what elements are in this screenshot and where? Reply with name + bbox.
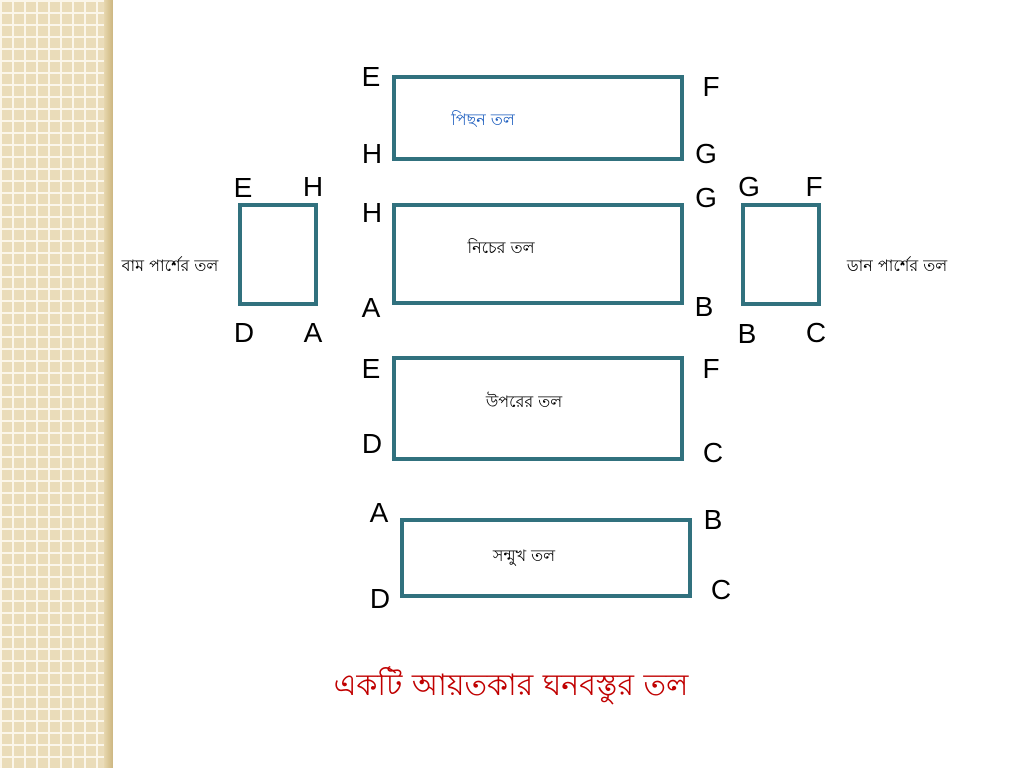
top-face-corner-tl: E bbox=[361, 353, 381, 384]
left-face-label: বাম পার্শের তল bbox=[121, 256, 219, 275]
right-face-corner-bl: B bbox=[737, 318, 757, 349]
right-face-corner-tl: G bbox=[738, 171, 760, 202]
top-face-label: উপরের তল bbox=[485, 392, 563, 411]
right-face-rectangle bbox=[741, 203, 821, 306]
bottom-face-rectangle bbox=[392, 203, 684, 305]
top-face-corner-br: C bbox=[702, 437, 724, 468]
left-face-corner-br: A bbox=[303, 317, 323, 348]
top-face-rectangle bbox=[392, 356, 684, 461]
front-face-rectangle bbox=[400, 518, 692, 598]
bottom-face-label: নিচের তল bbox=[467, 238, 535, 257]
slide-title: একটি আয়তকার ঘনবস্তুর তল bbox=[333, 668, 689, 703]
left-face-corner-tl: E bbox=[233, 172, 253, 203]
bottom-face-corner-br: B bbox=[694, 291, 714, 322]
bottom-face-corner-tr: G bbox=[695, 182, 717, 213]
top-face-corner-bl: D bbox=[361, 428, 383, 459]
front-face-corner-bl: D bbox=[369, 583, 391, 614]
left-face-rectangle bbox=[238, 203, 318, 306]
bottom-face-corner-tl: H bbox=[361, 197, 383, 228]
back-face-corner-br: G bbox=[695, 138, 717, 169]
left-face-corner-tr: H bbox=[302, 171, 324, 202]
right-face-label: ডান পার্শের তল bbox=[846, 256, 948, 275]
decorative-strip-edge bbox=[104, 0, 113, 768]
front-face-corner-tr: B bbox=[703, 504, 723, 535]
back-face-corner-tr: F bbox=[702, 71, 720, 102]
right-face-corner-br: C bbox=[805, 317, 827, 348]
front-face-corner-tl: A bbox=[369, 497, 389, 528]
back-face-corner-tl: E bbox=[361, 61, 381, 92]
top-face-corner-tr: F bbox=[702, 353, 720, 384]
right-face-corner-tr: F bbox=[805, 171, 823, 202]
front-face-corner-br: C bbox=[710, 574, 732, 605]
back-face-label: পিছন তল bbox=[451, 110, 515, 129]
decorative-side-strip bbox=[0, 0, 113, 768]
left-face-corner-bl: D bbox=[233, 317, 255, 348]
back-face-rectangle bbox=[392, 75, 684, 161]
bottom-face-corner-bl: A bbox=[361, 292, 381, 323]
back-face-corner-bl: H bbox=[361, 138, 383, 169]
front-face-label: সন্মুখ তল bbox=[492, 546, 556, 565]
